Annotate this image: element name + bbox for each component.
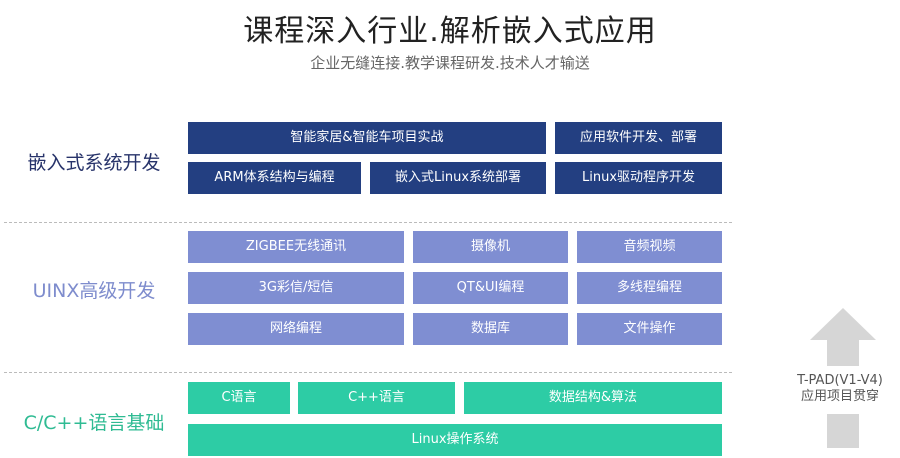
page-subtitle: 企业无缝连接.教学课程研发.技术人才输送 <box>310 54 590 72</box>
box-c-language: C语言 <box>188 382 290 414</box>
box-data-structures: 数据结构&算法 <box>464 382 722 414</box>
box-camera: 摄像机 <box>413 231 568 263</box>
section-label-uinx: UINX高级开发 <box>32 280 156 302</box>
box-linux-driver-dev: Linux驱动程序开发 <box>555 162 722 194</box>
box-linux-os: Linux操作系统 <box>188 424 722 456</box>
tpad-version-label: T-PAD(V1-V4) <box>797 373 883 388</box>
project-through-label: 应用项目贯穿 <box>800 389 879 404</box>
section-label-embedded: 嵌入式系统开发 <box>27 152 161 174</box>
box-3g-mms-sms: 3G彩信/短信 <box>188 272 404 304</box>
box-audio-video: 音频视频 <box>577 231 722 263</box>
section-divider <box>4 222 732 223</box>
section-divider <box>4 372 732 373</box>
arrow-shaft-base <box>827 414 859 448</box>
up-arrow-icon <box>810 308 876 448</box>
arrow-head <box>810 308 876 366</box>
page-title: 课程深入行业.解析嵌入式应用 <box>243 14 657 49</box>
box-cpp-language: C++语言 <box>298 382 455 414</box>
box-qt-ui: QT&UI编程 <box>413 272 568 304</box>
box-network-programming: 网络编程 <box>188 313 404 345</box>
box-app-software-deploy: 应用软件开发、部署 <box>555 122 722 154</box>
section-label-c-cpp: C/C++语言基础 <box>23 412 165 434</box>
box-smart-home-project: 智能家居&智能车项目实战 <box>188 122 546 154</box>
box-multithread: 多线程编程 <box>577 272 722 304</box>
box-file-operations: 文件操作 <box>577 313 722 345</box>
box-database: 数据库 <box>413 313 568 345</box>
box-embedded-linux-deploy: 嵌入式Linux系统部署 <box>370 162 546 194</box>
box-zigbee: ZIGBEE无线通讯 <box>188 231 404 263</box>
box-arm-architecture: ARM体系结构与编程 <box>188 162 361 194</box>
